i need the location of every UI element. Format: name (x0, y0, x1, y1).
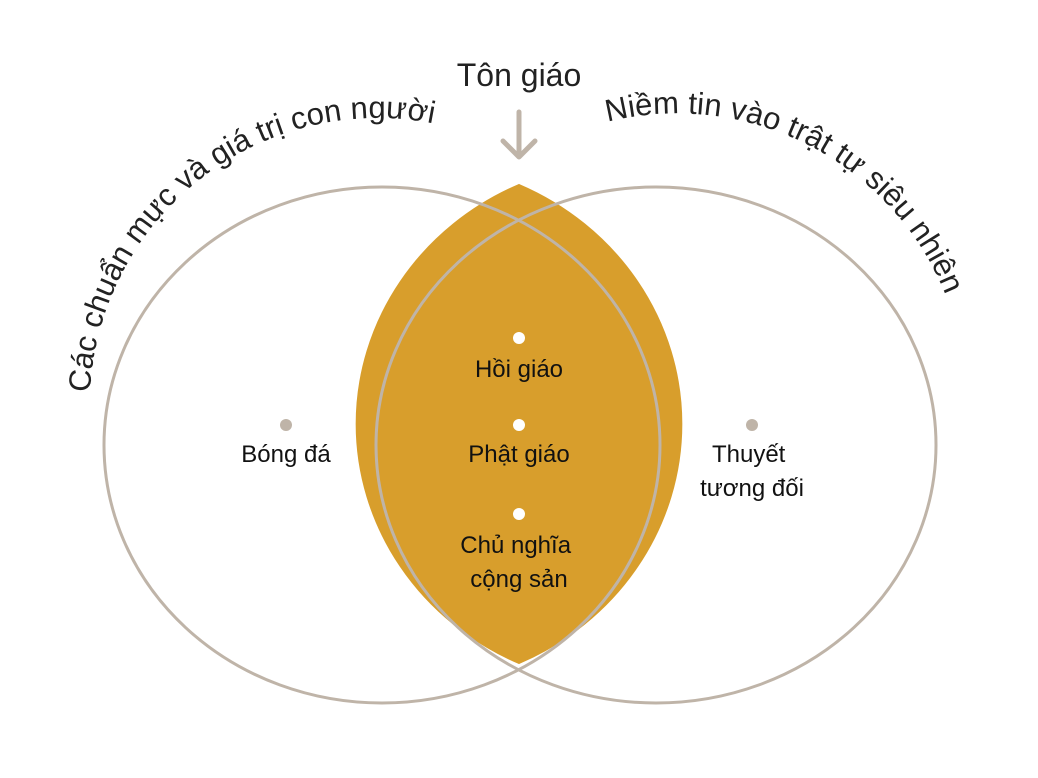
center-item-dot (513, 508, 525, 520)
center-item-label: Phật giáo (468, 441, 569, 468)
center-item-label: Hồi giáo (475, 356, 563, 383)
center-item-line: cộng sản (470, 566, 567, 593)
left-item-dot (280, 419, 292, 431)
right-circle-label: Niềm tin vào trật tự siêu nhiên (602, 85, 972, 298)
center-item-label: Chủ nghĩa cộng sản (460, 532, 577, 593)
left-circle (102, 185, 662, 705)
diagram-title: Tôn giáo (457, 57, 582, 93)
right-item-label: Thuyết tương đối (700, 441, 804, 502)
left-item-label: Bóng đá (241, 441, 331, 468)
down-arrow-icon (500, 109, 538, 160)
right-item-dot (746, 419, 758, 431)
center-item-dot (513, 332, 525, 344)
center-item-dot (513, 419, 525, 431)
center-item-line: Chủ nghĩa (460, 532, 571, 559)
right-circle (374, 185, 938, 705)
right-item-line: Thuyết (712, 441, 786, 468)
right-item-line: tương đối (700, 475, 804, 502)
